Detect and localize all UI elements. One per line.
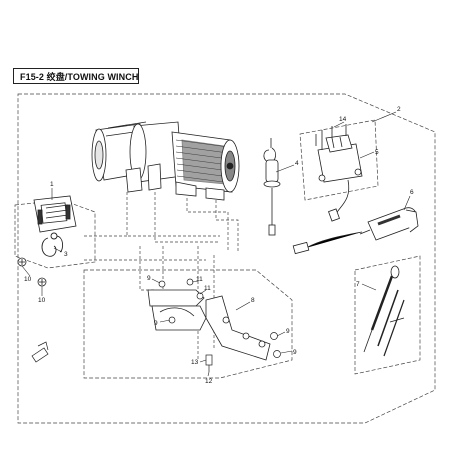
tool-kit [363, 265, 405, 357]
callout-12: 12 [205, 378, 213, 385]
title-frame [13, 68, 139, 84]
roller-fairlead [33, 195, 77, 233]
callout-11b: 11 [204, 285, 211, 292]
callout-9a: 9 [147, 275, 151, 282]
callout-3: 3 [64, 251, 68, 258]
alignment-lines [84, 192, 239, 360]
front-direction-arrow-icon [31, 341, 49, 363]
callout-9d: 9 [293, 349, 297, 356]
remote-control [292, 207, 419, 255]
callout-10b: 10 [38, 297, 46, 304]
winch-drum-assembly [91, 121, 240, 201]
assembly-boundary [17, 93, 436, 424]
handlebar-switch [263, 138, 281, 236]
plate-group [83, 269, 293, 379]
tool-kit-group [354, 255, 421, 375]
contactor-box-group [299, 119, 379, 201]
callout-1: 1 [50, 181, 54, 188]
winch-hook [41, 232, 64, 257]
plate-fasteners [158, 278, 281, 372]
callout-6: 6 [410, 189, 414, 196]
callout-11a: 11 [196, 276, 203, 283]
callout-9c: 9 [286, 328, 290, 335]
callout-9b: 9 [154, 320, 158, 327]
callout-14: 14 [339, 116, 347, 123]
callout-5: 5 [375, 149, 379, 156]
callout-13: 13 [191, 359, 199, 366]
callout-8: 8 [251, 297, 255, 304]
callout-7: 7 [356, 281, 360, 288]
mounting-bracket [147, 289, 271, 361]
fairlead-bolts [17, 257, 47, 287]
diagram-title: F15-2 绞盘/TOWING WINCH [20, 72, 139, 82]
roller-fairlead-group [14, 199, 96, 269]
callout-4: 4 [295, 160, 299, 167]
contactor-box [315, 124, 363, 222]
callout-leaders [21, 111, 411, 377]
callout-10a: 10 [24, 276, 32, 283]
callout-2: 2 [397, 106, 401, 113]
